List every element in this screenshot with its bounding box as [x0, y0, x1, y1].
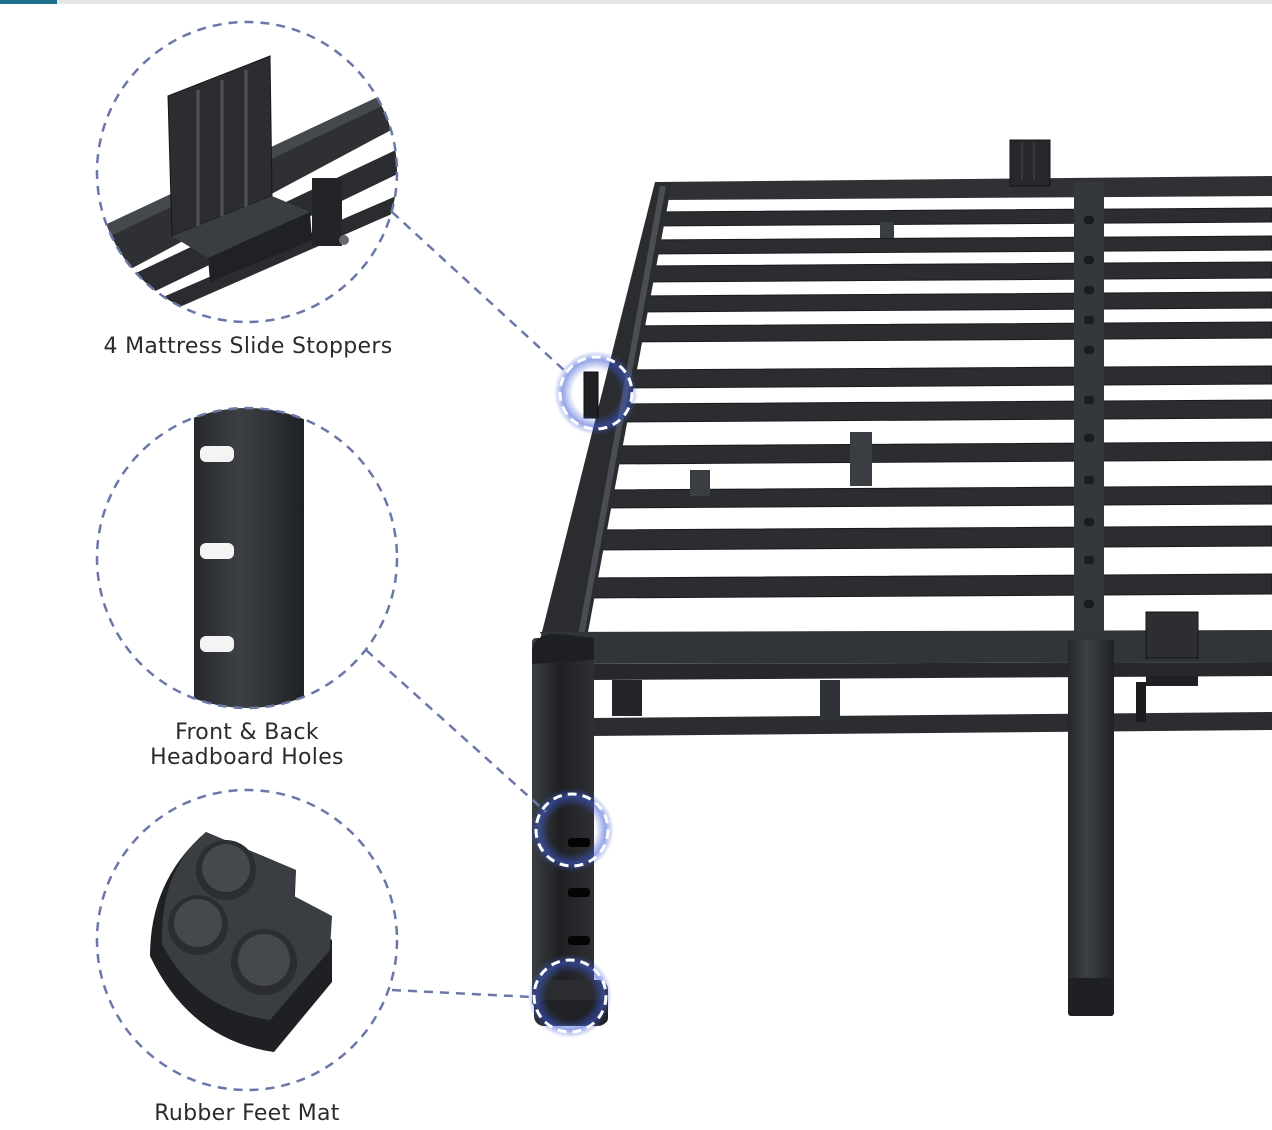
feature-label-line: Headboard Holes — [150, 745, 344, 770]
top-progress-bar — [0, 0, 1272, 4]
bed-frame — [532, 139, 1272, 1026]
callout-connectors — [365, 211, 567, 999]
callout-stopper-detail — [95, 20, 399, 324]
frame-highlights — [528, 351, 638, 1038]
top-progress-fill — [0, 0, 58, 4]
center-leg — [1068, 640, 1146, 1016]
back-stopper — [1009, 139, 1051, 187]
callout-holes-detail — [95, 406, 399, 710]
feature-label-headboard-holes: Front & Back Headboard Holes — [112, 720, 382, 770]
callout-feet-detail — [95, 788, 399, 1092]
feature-label-feet-mat: Rubber Feet Mat — [112, 1101, 382, 1126]
feature-label-line: Rubber Feet Mat — [154, 1101, 340, 1126]
feature-label-line: Front & Back — [175, 720, 319, 745]
front-stopper — [1145, 611, 1199, 686]
frame-slats — [581, 207, 1272, 599]
feature-label-stoppers: 4 Mattress Slide Stoppers — [90, 334, 406, 359]
feature-label-line: 4 Mattress Slide Stoppers — [103, 334, 393, 359]
center-spine — [1074, 182, 1104, 640]
